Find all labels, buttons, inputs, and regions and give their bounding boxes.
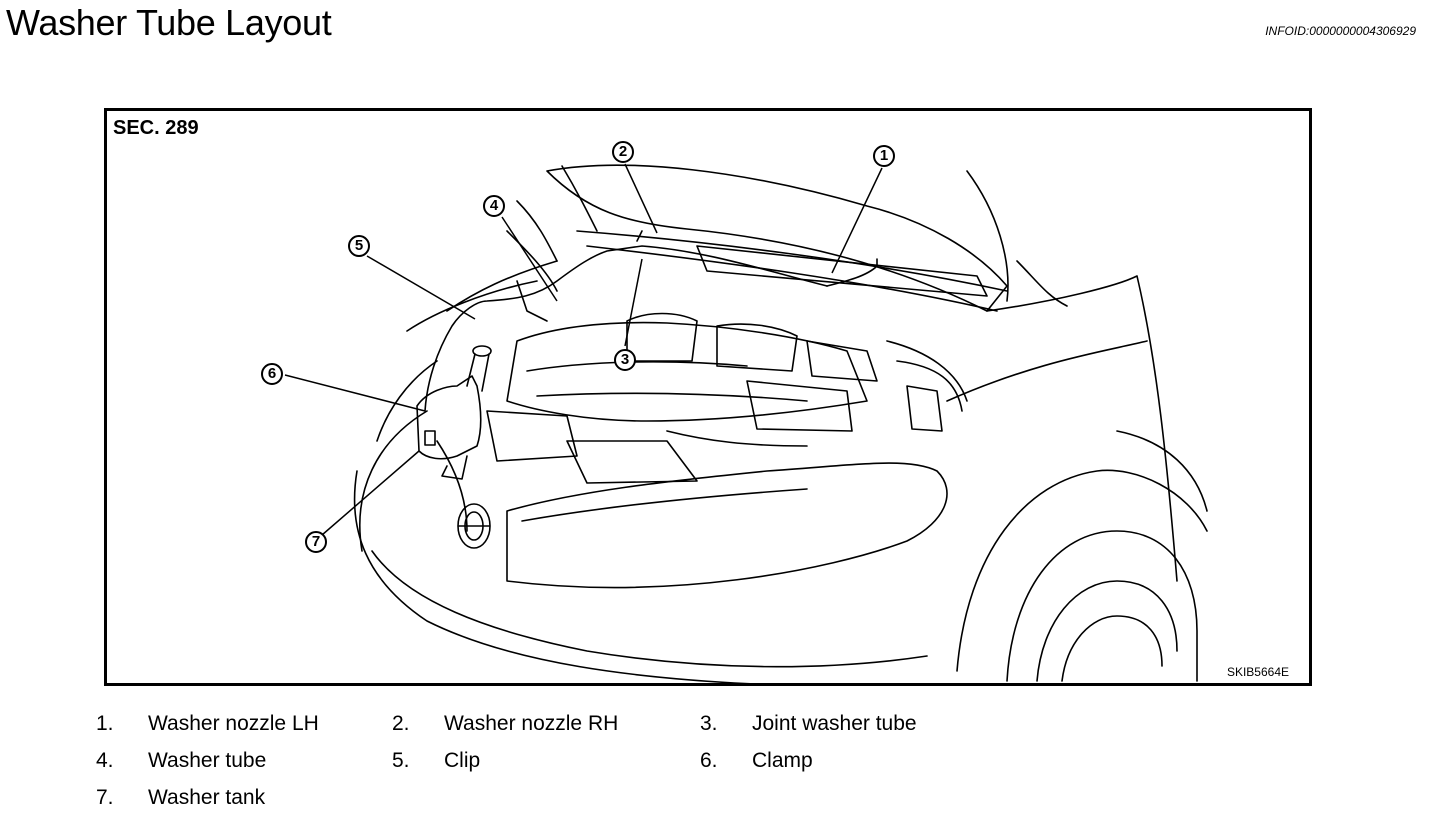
- hood-outline: [546, 164, 1008, 312]
- callout-1: 1: [873, 145, 895, 167]
- callout-6: 6: [261, 363, 283, 385]
- page-title: Washer Tube Layout: [6, 2, 332, 43]
- engine-bay-illustration: [353, 164, 1208, 683]
- tire: [1006, 530, 1198, 682]
- leader-4: [501, 216, 558, 302]
- leader-3: [624, 258, 643, 347]
- leader-5: [366, 255, 476, 320]
- leader-6: [284, 374, 426, 412]
- callout-7: 7: [305, 531, 327, 553]
- legend-number: 6.: [700, 749, 718, 772]
- battery-box: [746, 380, 853, 432]
- engine-cover: [506, 321, 868, 422]
- front-body: [353, 470, 751, 683]
- leader-7: [321, 450, 420, 536]
- section-label: SEC. 289: [113, 117, 199, 139]
- legend-number: 5.: [392, 749, 410, 772]
- leader-2: [624, 163, 658, 234]
- legend-number: 4.: [96, 749, 114, 772]
- diagram-figure: SEC. 289 SKIB5664E 1 2 3 4 5 6 7: [104, 108, 1312, 686]
- legend-label: Washer tube: [148, 749, 267, 772]
- callout-2: 2: [612, 141, 634, 163]
- legend-number: 3.: [700, 712, 718, 735]
- wheel-arch: [956, 469, 1208, 672]
- washer-tube: [424, 245, 828, 412]
- legend-number: 2.: [392, 712, 410, 735]
- cowl-line: [576, 230, 1008, 292]
- legend-label: Joint washer tube: [752, 712, 917, 735]
- legend-label: Washer tank: [148, 786, 266, 809]
- grille: [436, 440, 468, 532]
- legend-label: Washer nozzle RH: [444, 712, 619, 735]
- info-id: INFOID:0000000004306929: [1265, 24, 1416, 38]
- legend-label: Clamp: [752, 749, 813, 772]
- legend-number: 1.: [96, 712, 114, 735]
- emblem: [457, 503, 491, 549]
- legend-label: Clip: [444, 749, 481, 772]
- figure-code: SKIB5664E: [1226, 665, 1289, 679]
- callout-3: 3: [614, 349, 636, 371]
- legend-number: 7.: [96, 786, 114, 809]
- legend-label: Washer nozzle LH: [148, 712, 319, 735]
- callout-leaders: [284, 163, 883, 536]
- leader-1: [831, 167, 883, 274]
- callout-5: 5: [348, 235, 370, 257]
- callout-4: 4: [483, 195, 505, 217]
- washer-tank: [416, 375, 482, 460]
